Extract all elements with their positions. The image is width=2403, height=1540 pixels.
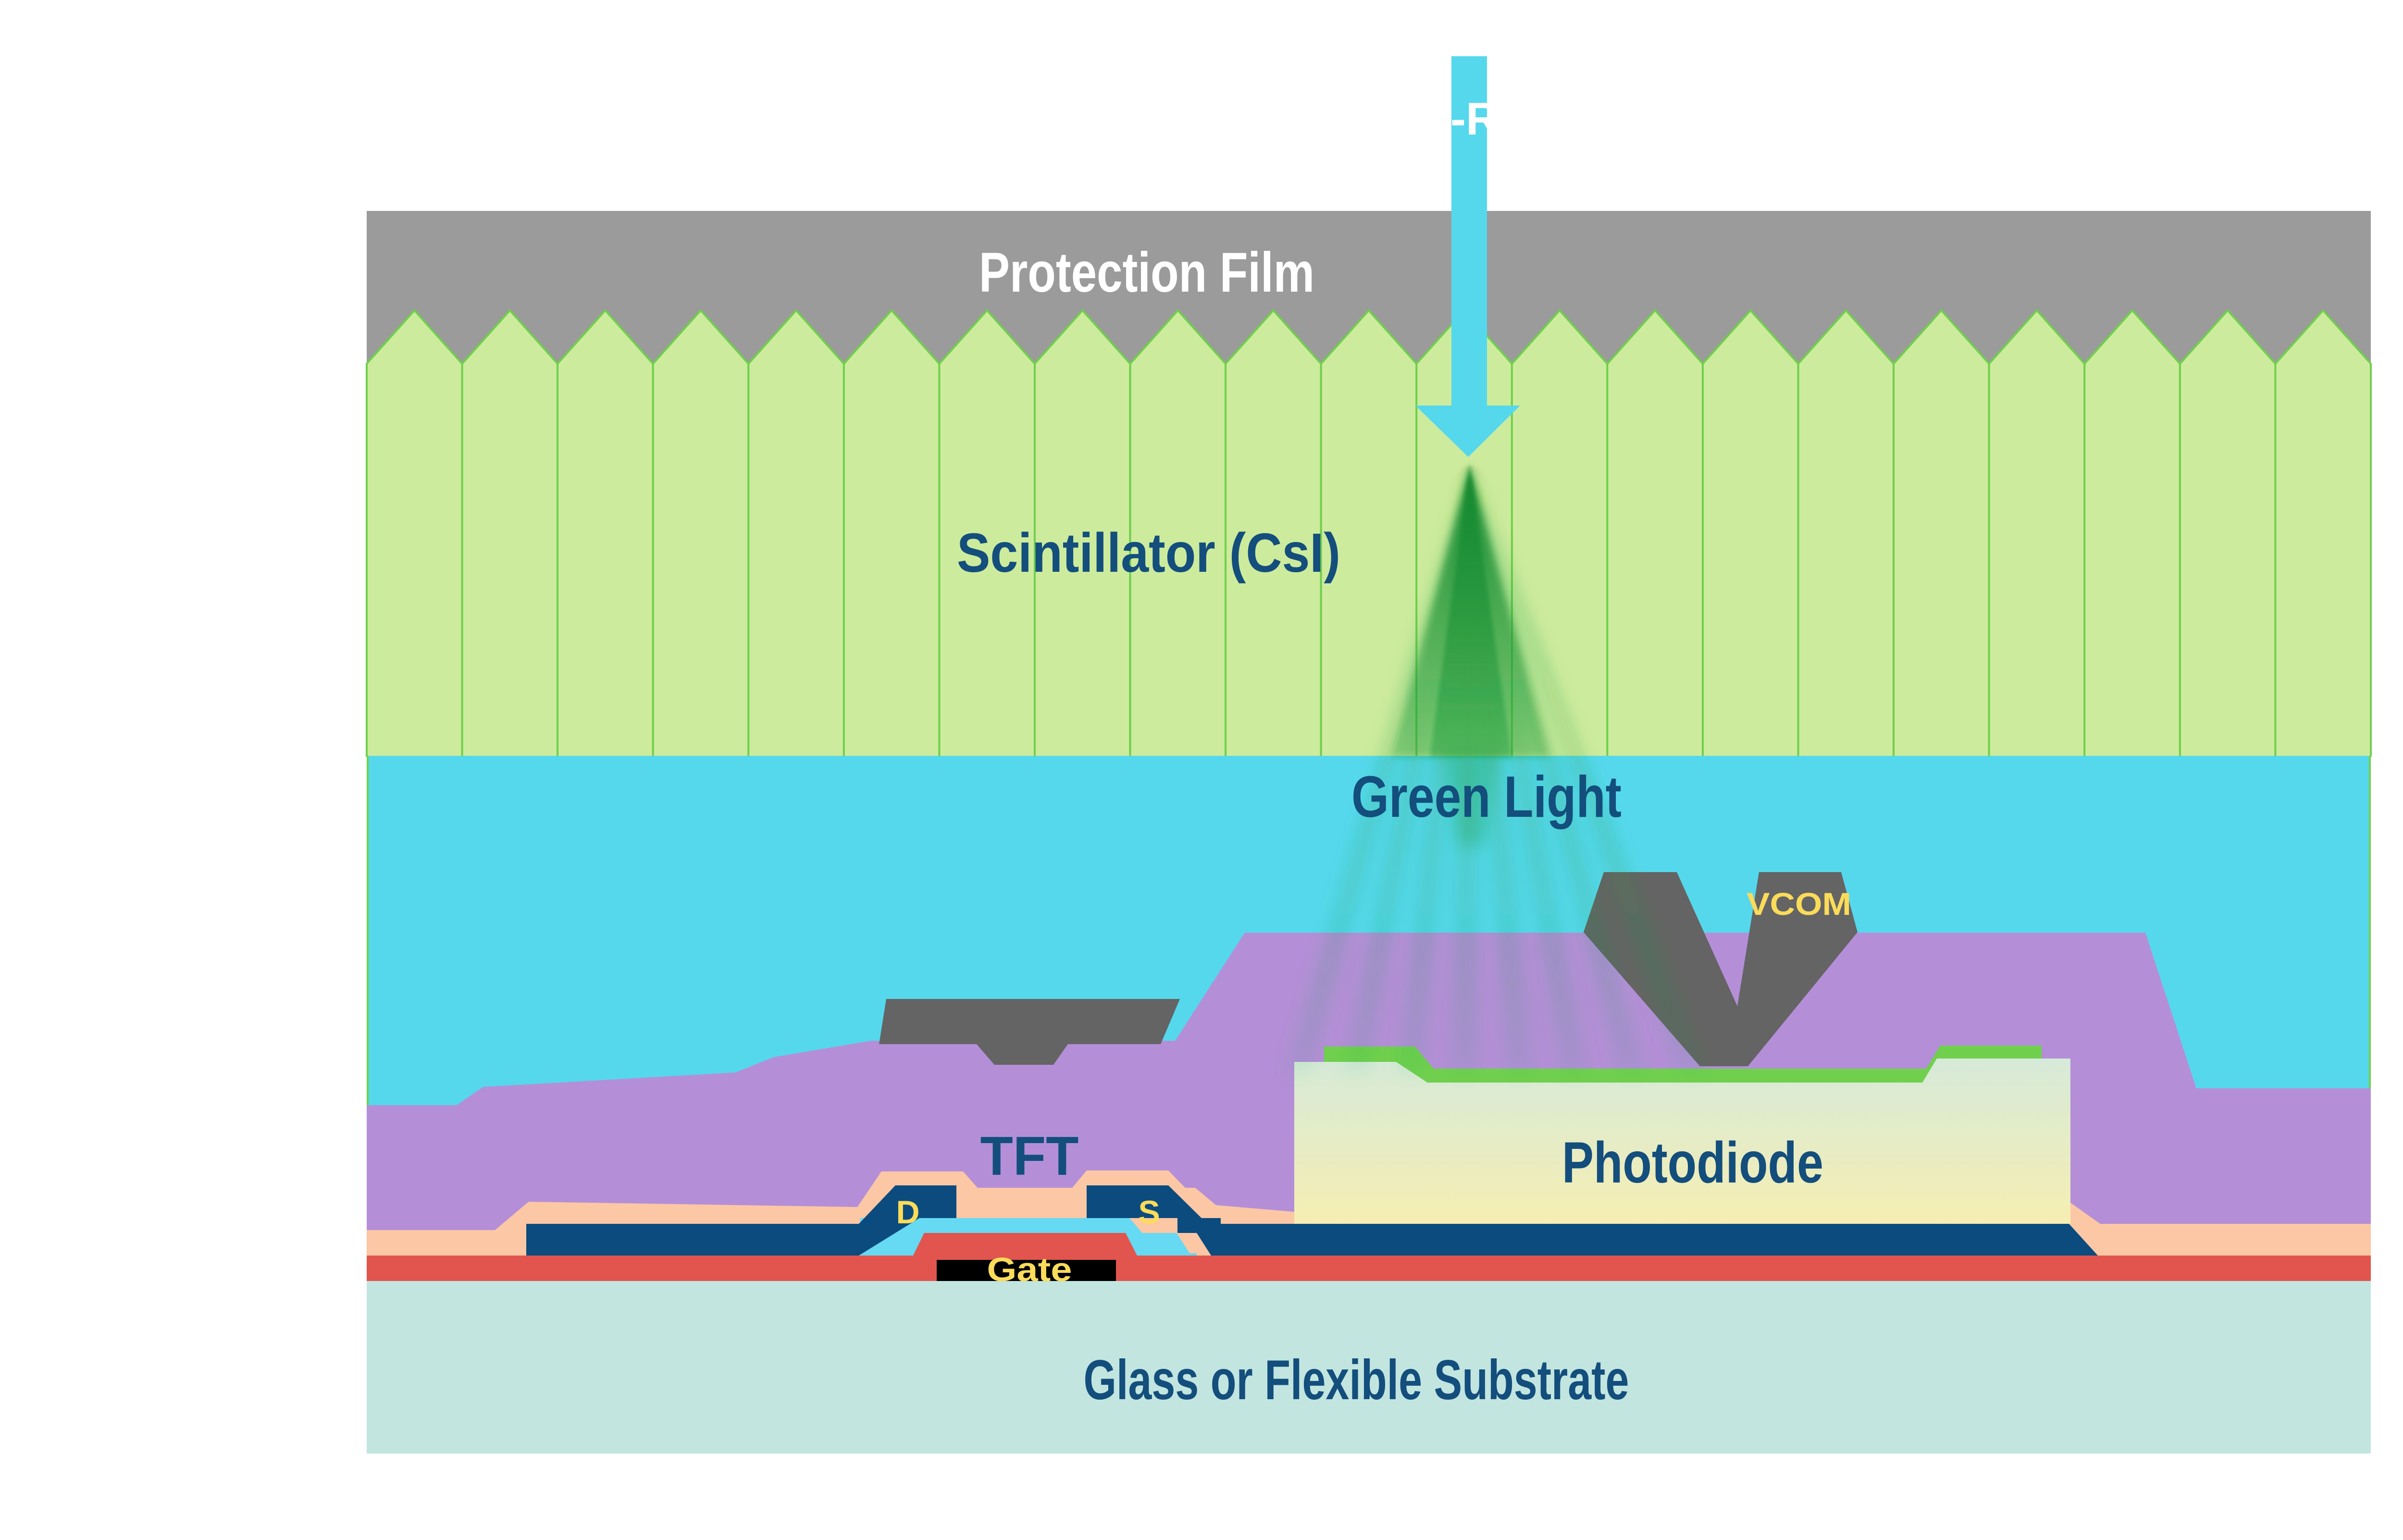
svg-text:Green Light: Green Light [1351,764,1622,829]
svg-text:D: D [896,1194,919,1231]
svg-text:Gate: Gate [987,1251,1072,1288]
svg-text:Scintillator (CsI): Scintillator (CsI) [957,522,1340,584]
svg-text:Protection Film: Protection Film [979,241,1314,304]
svg-text:VCOM: VCOM [1747,886,1851,922]
svg-text:Photodiode: Photodiode [1562,1130,1823,1195]
svg-text:S: S [1138,1194,1160,1231]
svg-text:X-Ray: X-Ray [1420,93,1550,145]
svg-text:TFT: TFT [980,1126,1079,1187]
svg-text:Glass or Flexible Substrate: Glass or Flexible Substrate [1084,1348,1629,1411]
